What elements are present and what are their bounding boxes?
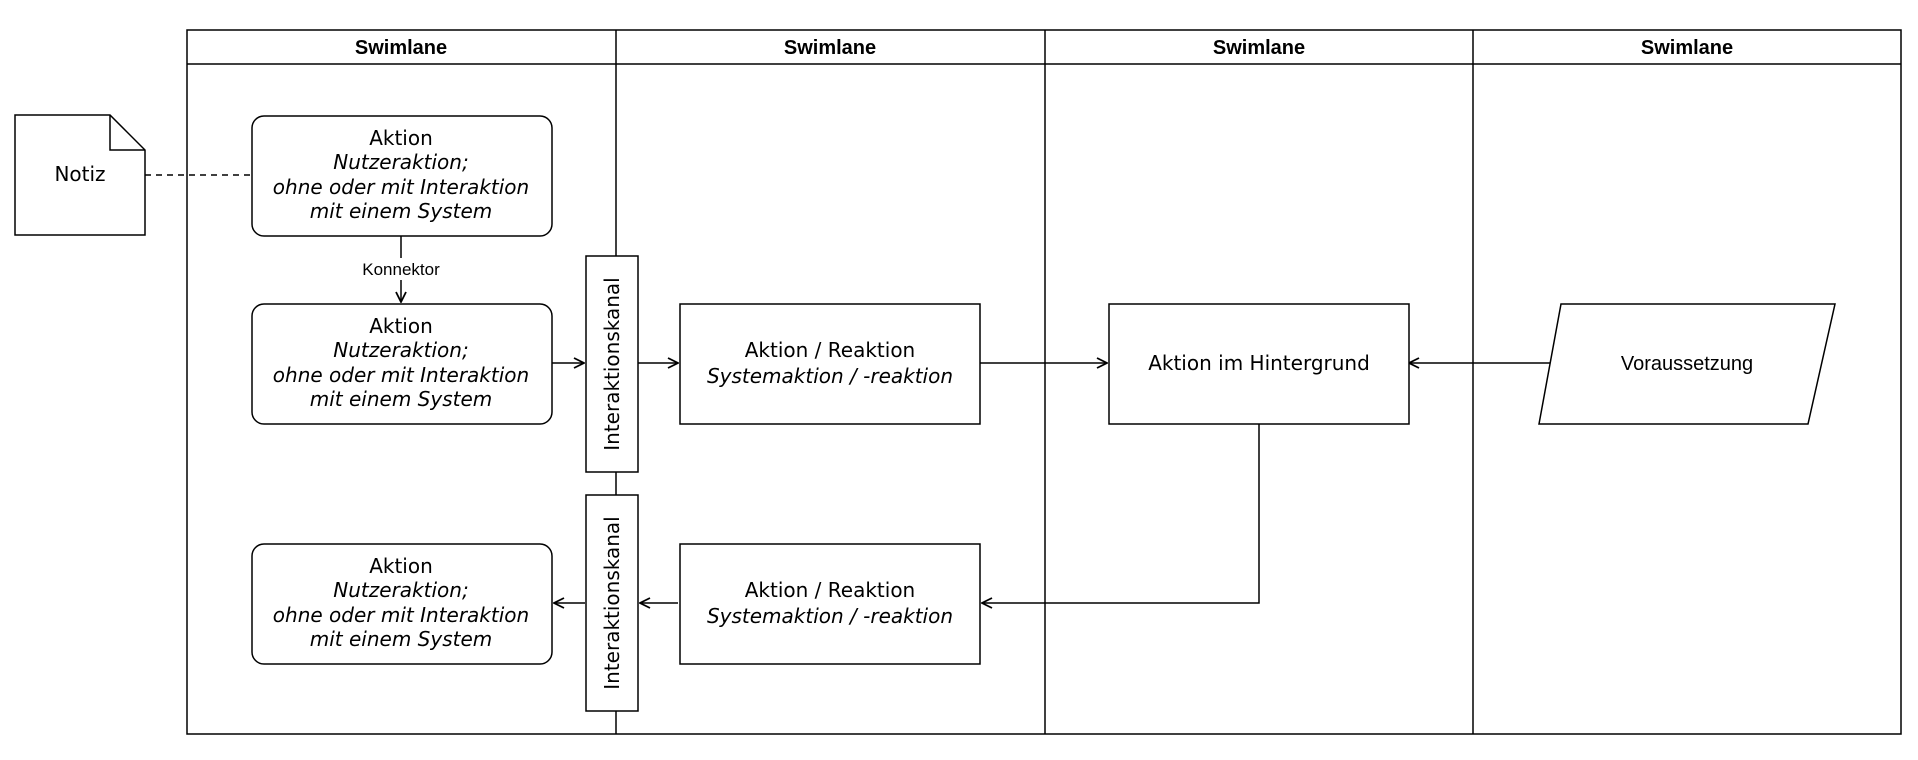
system-action-title: Aktion / Reaktion [745,578,915,602]
note-fold [109,115,145,151]
swimlane-header-1: Swimlane [355,37,447,59]
note-label: Notiz [54,162,105,186]
user-action-shape [251,303,553,425]
user-action-line: Nutzeraktion; [333,338,468,362]
user-action-line: ohne oder mit Interaktion [273,603,529,627]
swimlane-header-3: Swimlane [1213,37,1305,59]
user-action-title: Aktion [369,126,433,150]
interaction-channel-label: Interaktionskanal [600,516,624,690]
user-action-1: Aktion Nutzeraktion; ohne oder mit Inter… [251,115,553,237]
system-action-shape [679,543,981,665]
connector-label: Konnektor [362,260,440,279]
user-action-title: Aktion [369,314,433,338]
interaction-channel-label: Interaktionskanal [600,277,624,451]
user-action-line: ohne oder mit Interaktion [273,363,529,387]
system-action-1: Aktion / Reaktion Systemaktion / -reakti… [679,303,981,425]
background-action-label: Aktion im Hintergrund [1148,351,1370,375]
interaction-channel-shape [585,255,639,473]
user-action-shape [251,115,553,237]
precondition: Voraussetzung [1538,303,1836,425]
user-action-3: Aktion Nutzeraktion; ohne oder mit Inter… [251,543,553,665]
user-action-title: Aktion [369,554,433,578]
swimlane-header-2: Swimlane [784,37,876,59]
precondition-shape [1538,303,1836,425]
connector-label-bg [356,258,446,280]
system-action-shape [679,303,981,425]
precondition-label: Voraussetzung [1621,353,1753,375]
swimlane-header-4: Swimlane [1641,37,1733,59]
user-action-line: mit einem System [310,387,493,411]
background-action: Aktion im Hintergrund [1108,303,1410,425]
user-action-2: Aktion Nutzeraktion; ohne oder mit Inter… [251,303,553,425]
system-action-subtitle: Systemaktion / -reaktion [707,364,953,388]
user-action-line: mit einem System [310,199,493,223]
background-action-shape [1108,303,1410,425]
user-action-shape [251,543,553,665]
note-shape [14,114,146,236]
interaction-channel-2: Interaktionskanal [585,494,639,712]
interaction-channel-1: Interaktionskanal [585,255,639,473]
system-action-2: Aktion / Reaktion Systemaktion / -reakti… [679,543,981,665]
interaction-channel-shape [585,494,639,712]
flow-arrow-background-to-reaction [982,424,1260,603]
system-action-title: Aktion / Reaktion [745,338,915,362]
user-action-line: mit einem System [310,627,493,651]
user-action-line: Nutzeraktion; [333,150,468,174]
user-action-line: Nutzeraktion; [333,578,468,602]
user-action-line: ohne oder mit Interaktion [273,175,529,199]
system-action-subtitle: Systemaktion / -reaktion [707,604,953,628]
